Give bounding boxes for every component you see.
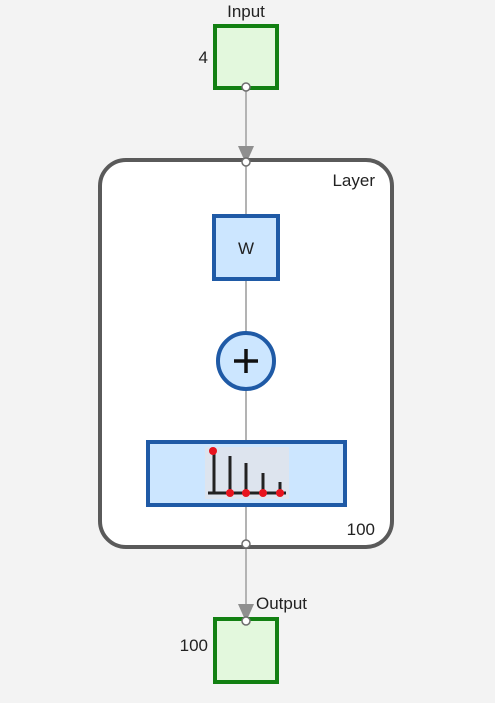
weight-box[interactable]: [212, 214, 280, 281]
layer-output-port[interactable]: [241, 539, 251, 549]
weight-label: W: [238, 239, 254, 258]
transfer-function-dot-2: [226, 489, 234, 497]
transfer-function-block[interactable]: [146, 440, 347, 507]
input-box[interactable]: [213, 24, 279, 90]
transfer-function-dot-3: [242, 489, 250, 497]
transfer-function-dot-1: [209, 447, 217, 455]
layer-input-port[interactable]: [241, 157, 251, 167]
input-node[interactable]: Input 4: [199, 2, 279, 92]
input-size-label: 4: [199, 48, 208, 67]
output-label: Output: [256, 594, 307, 613]
output-node[interactable]: Output 100: [180, 594, 308, 684]
layer-label: Layer: [332, 171, 375, 190]
output-port[interactable]: [241, 616, 251, 626]
transfer-function-icon: [208, 447, 286, 497]
output-box[interactable]: [213, 617, 279, 684]
output-size-label: 100: [180, 636, 208, 655]
sum-node[interactable]: [216, 331, 276, 391]
transfer-function-dot-5: [276, 489, 284, 497]
layer-size-label: 100: [347, 520, 375, 539]
weight-block[interactable]: W: [212, 214, 280, 281]
transfer-function-dot-4: [259, 489, 267, 497]
input-port[interactable]: [241, 82, 251, 92]
input-label: Input: [227, 2, 265, 21]
layer-node[interactable]: Layer 100 W: [98, 157, 394, 549]
